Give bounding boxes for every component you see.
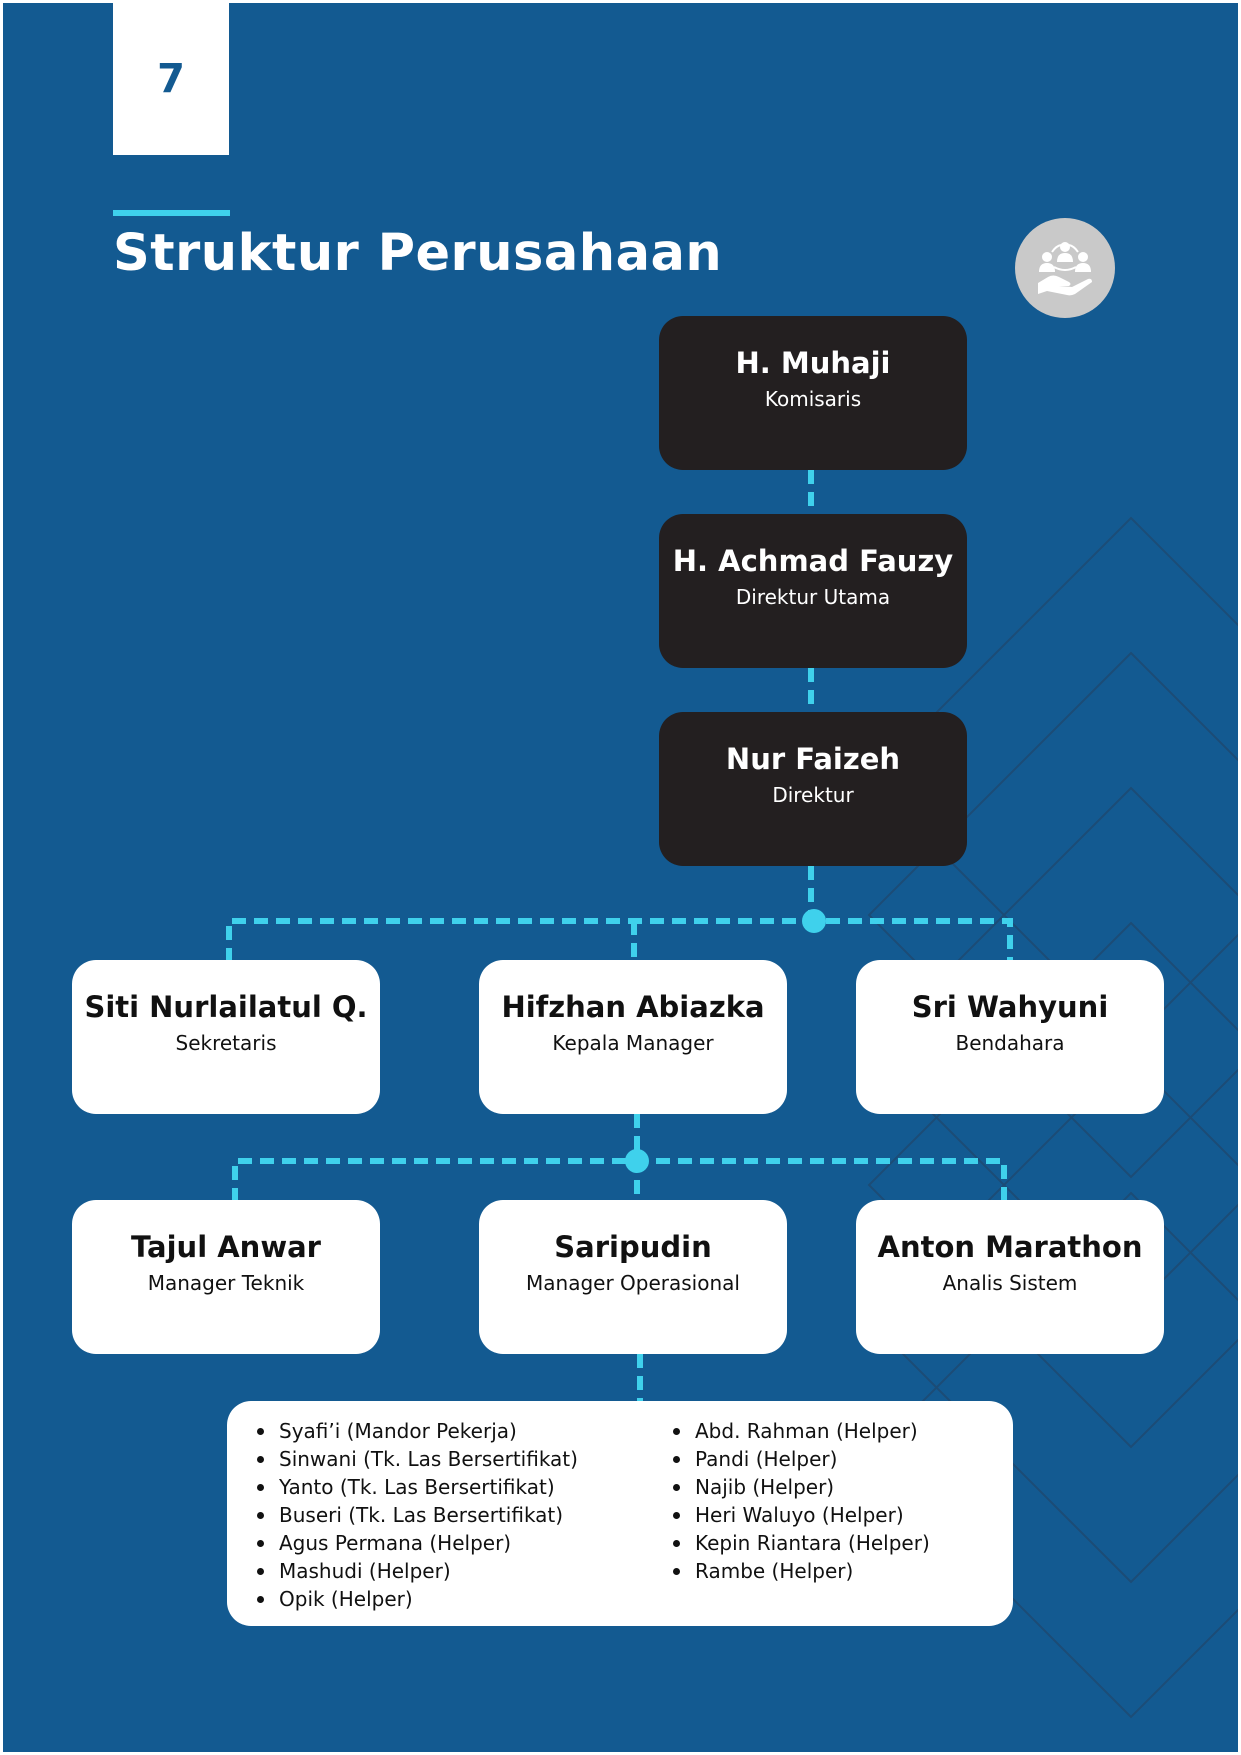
node-manager-teknik: Tajul Anwar Manager Teknik [72,1200,380,1354]
staff-item: Yanto (Tk. Las Bersertifikat) [253,1473,669,1501]
staff-item: Abd. Rahman (Helper) [669,1417,930,1445]
node-analis-sistem: Anton Marathon Analis Sistem [856,1200,1164,1354]
node-name: Siti Nurlailatul Q. [84,990,368,1024]
node-name: Sri Wahyuni [911,990,1109,1024]
staff-list-column-1: Syafi’i (Mandor Pekerja) Sinwani (Tk. La… [253,1417,669,1626]
org-icon-badge [1015,218,1115,318]
node-direktur-utama: H. Achmad Fauzy Direktur Utama [659,514,967,668]
node-bendahara: Sri Wahyuni Bendahara [856,960,1164,1114]
staff-item: Pandi (Helper) [669,1445,930,1473]
staff-list-column-2: Abd. Rahman (Helper) Pandi (Helper) Naji… [669,1417,930,1626]
staff-item: Najib (Helper) [669,1473,930,1501]
junction-dot-2 [625,1149,649,1173]
node-komisaris: H. Muhaji Komisaris [659,316,967,470]
staff-item: Syafi’i (Mandor Pekerja) [253,1417,669,1445]
node-name: H. Muhaji [735,346,891,380]
node-role: Kepala Manager [552,1031,714,1055]
staff-item: Sinwani (Tk. Las Bersertifikat) [253,1445,669,1473]
node-direktur: Nur Faizeh Direktur [659,712,967,866]
node-role: Komisaris [764,387,862,411]
node-role: Manager Operasional [526,1271,740,1295]
staff-item: Rambe (Helper) [669,1557,930,1585]
staff-item: Mashudi (Helper) [253,1557,669,1585]
node-name: Nur Faizeh [725,742,901,776]
junction-dot-1 [802,909,826,933]
staff-item: Opik (Helper) [253,1585,669,1613]
staff-item: Kepin Riantara (Helper) [669,1529,930,1557]
title-accent-bar [113,210,230,216]
node-name: Hifzhan Abiazka [501,990,765,1024]
node-role: Manager Teknik [147,1271,305,1295]
node-name: Tajul Anwar [131,1230,321,1264]
connector-level-3 [226,918,1013,962]
staff-item: Heri Waluyo (Helper) [669,1501,930,1529]
node-name: H. Achmad Fauzy [672,544,954,578]
node-role: Direktur [772,783,854,807]
node-role: Sekretaris [175,1031,277,1055]
page: 7 Struktur Perusahaan [3,3,1238,1752]
staff-list-box: Syafi’i (Mandor Pekerja) Sinwani (Tk. La… [227,1401,1013,1626]
node-name: Saripudin [554,1230,712,1264]
org-connectors [226,470,1013,1401]
page-number: 7 [157,56,185,102]
node-sekretaris: Siti Nurlailatul Q. Sekretaris [72,960,380,1114]
node-role: Direktur Utama [735,585,891,609]
node-manager-operasional: Saripudin Manager Operasional [479,1200,787,1354]
staff-item: Agus Permana (Helper) [253,1529,669,1557]
page-number-box: 7 [113,3,229,155]
connector-level-4 [232,1158,1007,1202]
node-kepala-manager: Hifzhan Abiazka Kepala Manager [479,960,787,1114]
node-name: Anton Marathon [877,1230,1143,1264]
page-title: Struktur Perusahaan [113,224,723,283]
node-role: Bendahara [955,1031,1065,1055]
people-in-hand-icon [1038,242,1092,296]
node-role: Analis Sistem [942,1271,1078,1295]
staff-item: Buseri (Tk. Las Bersertifikat) [253,1501,669,1529]
